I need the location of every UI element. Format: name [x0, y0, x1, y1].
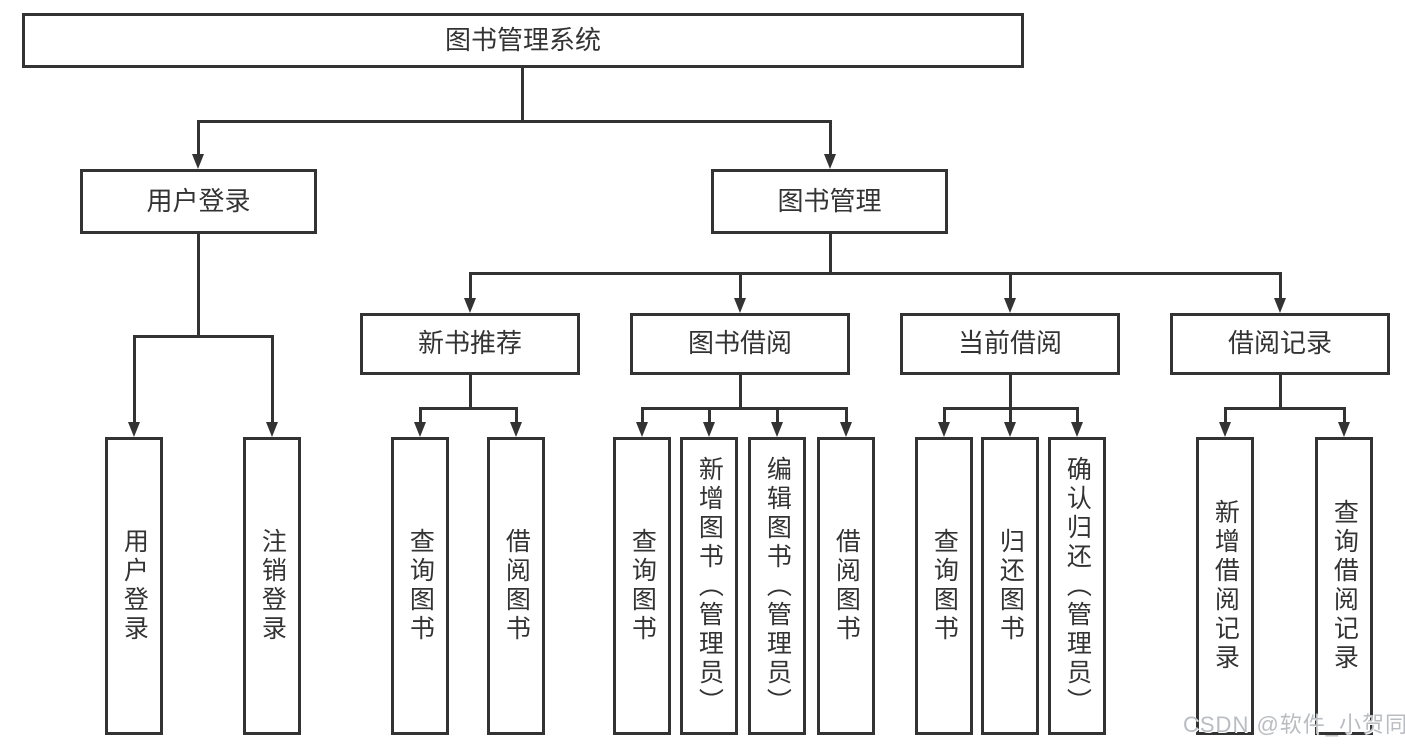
connector-stem: [1279, 375, 1282, 407]
arrowhead-down-icon: [734, 298, 746, 313]
node-leaf-query-borrow-record: 查询借阅记录: [1315, 437, 1373, 735]
connector-drop: [739, 272, 742, 298]
connector-drop: [515, 407, 518, 422]
arrowhead-down-icon: [1004, 298, 1016, 313]
connector-stem: [829, 234, 832, 272]
connector-rail: [419, 407, 517, 410]
node-root: 图书管理系统: [22, 13, 1024, 68]
connector-drop: [829, 120, 832, 156]
node-leaf-logout: 注销登录: [243, 437, 301, 735]
node-book-borrow: 图书借阅: [630, 313, 850, 375]
arrowhead-down-icon: [464, 298, 476, 313]
connector-rail: [1224, 407, 1344, 410]
connector-drop: [469, 272, 472, 298]
arrowhead-down-icon: [1219, 422, 1231, 437]
arrowhead-down-icon: [703, 422, 715, 437]
connector-drop: [776, 407, 779, 422]
node-new-book-recommend: 新书推荐: [360, 313, 580, 375]
arrowhead-down-icon: [192, 154, 204, 169]
connector-stem: [197, 234, 200, 335]
node-book-management: 图书管理: [711, 169, 948, 234]
node-leaf-confirm-return-admin: 确认归还（管理员）: [1048, 437, 1106, 735]
csdn-watermark: CSDN @软件_小贺同学: [1183, 712, 1405, 737]
connector-drop: [271, 335, 274, 422]
connector-drop: [1343, 407, 1346, 422]
arrowhead-down-icon: [414, 422, 426, 437]
node-leaf-add-books-admin: 新增图书（管理员）: [680, 437, 738, 735]
arrowhead-down-icon: [1274, 298, 1286, 313]
connector-drop: [943, 407, 946, 422]
connector-stem: [1009, 375, 1012, 407]
node-leaf-edit-books-admin: 编辑图书（管理员）: [748, 437, 806, 735]
connector-stem: [521, 66, 524, 120]
node-borrow-records: 借阅记录: [1170, 313, 1390, 375]
connector-rail: [469, 272, 1281, 275]
node-leaf-query-books-1: 查询图书: [391, 437, 449, 735]
connector-drop: [1076, 407, 1079, 422]
node-leaf-query-books-3: 查询图书: [915, 437, 973, 735]
connector-rail: [641, 407, 847, 410]
arrowhead-down-icon: [824, 154, 836, 169]
node-leaf-return-books: 归还图书: [981, 437, 1039, 735]
arrowhead-down-icon: [266, 422, 278, 437]
connector-drop: [1009, 407, 1012, 422]
connector-drop: [133, 335, 136, 422]
arrowhead-down-icon: [1338, 422, 1350, 437]
node-user-login: 用户登录: [80, 169, 317, 234]
connector-drop: [641, 407, 644, 422]
connector-drop: [708, 407, 711, 422]
connector-drop: [1224, 407, 1227, 422]
arrowhead-down-icon: [636, 422, 648, 437]
connector-drop: [1009, 272, 1012, 298]
arrowhead-down-icon: [128, 422, 140, 437]
connector-stem: [469, 375, 472, 407]
connector-drop: [845, 407, 848, 422]
node-leaf-borrow-books-1: 借阅图书: [487, 437, 545, 735]
arrowhead-down-icon: [1071, 422, 1083, 437]
connector-stem: [739, 375, 742, 407]
node-leaf-borrow-books-2: 借阅图书: [817, 437, 875, 735]
node-leaf-query-books-2: 查询图书: [613, 437, 671, 735]
node-leaf-user-login: 用户登录: [105, 437, 163, 735]
connector-rail: [197, 120, 831, 123]
arrowhead-down-icon: [1004, 422, 1016, 437]
connector-rail: [133, 335, 273, 338]
connector-drop: [1279, 272, 1282, 298]
connector-drop: [419, 407, 422, 422]
arrowhead-down-icon: [771, 422, 783, 437]
node-leaf-add-borrow-record: 新增借阅记录: [1196, 437, 1254, 735]
connector-drop: [197, 120, 200, 156]
node-current-borrow: 当前借阅: [900, 313, 1120, 375]
arrowhead-down-icon: [938, 422, 950, 437]
arrowhead-down-icon: [840, 422, 852, 437]
arrowhead-down-icon: [510, 422, 522, 437]
